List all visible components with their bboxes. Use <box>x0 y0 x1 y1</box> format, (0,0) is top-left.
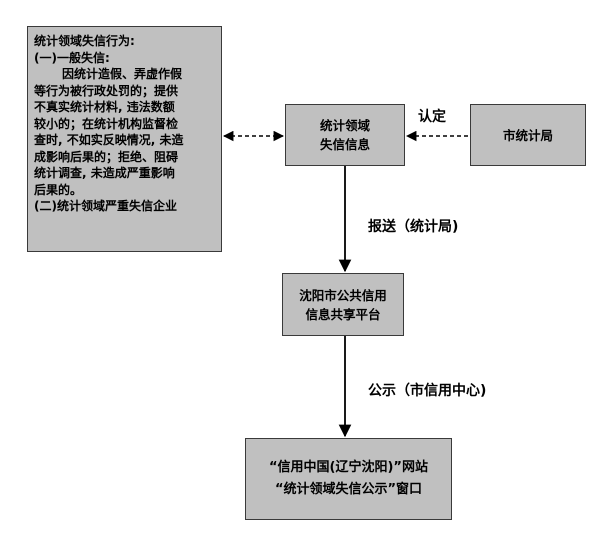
platform-line-1: 沈阳市公共信用 <box>299 287 387 303</box>
publicize-label: 公示（市信用中心) <box>368 383 487 399</box>
behavior-line-3: 不真实统计材料, 违法数额 <box>34 100 175 114</box>
dishonesty-info-box: 统计领域 失信信息 <box>285 104 405 166</box>
site-line-2: “统计领域失信公示”窗口 <box>274 482 423 497</box>
credit-platform-box: 沈阳市公共信用 信息共享平台 <box>282 273 404 336</box>
credit-china-site-box: “信用中国(辽宁沈阳)”网站 “统计领域失信公示”窗口 <box>245 438 452 520</box>
behavior-line-6: 成影响后果的；拒绝、阻碍 <box>34 149 179 164</box>
report-label: 报送（统计局) <box>368 219 459 235</box>
confirm-label: 认定 <box>418 109 446 125</box>
statistics-bureau-box: 市统计局 <box>470 104 586 166</box>
behavior-line-7: 统计调查, 未造成严重影响 <box>34 166 175 180</box>
bureau-label: 市统计局 <box>502 127 553 143</box>
behavior-line-8: 后果的。 <box>34 182 83 197</box>
behavior-line-1: 因统计造假、弄虚作假 <box>62 67 183 81</box>
serious-dishonesty-heading: (二)统计领域严重失信企业 <box>34 199 177 213</box>
info-line-2: 失信信息 <box>319 137 370 152</box>
dishonesty-behavior-box: 统计领域失信行为: (一)一般失信: 因统计造假、弄虚作假 等行为被行政处罚的；… <box>27 26 222 252</box>
behavior-title: 统计领域失信行为: <box>34 34 135 48</box>
general-dishonesty-heading: (一)一般失信: <box>34 50 110 65</box>
behavior-line-4: 较小的；在统计机构监督检 <box>34 116 179 131</box>
behavior-line-2: 等行为被行政处罚的；提供 <box>34 83 179 98</box>
platform-line-2: 信息共享平台 <box>305 306 381 322</box>
info-line-1: 统计领域 <box>319 118 370 133</box>
site-line-1: “信用中国(辽宁沈阳)”网站 <box>269 460 428 475</box>
behavior-line-5: 查时, 不如实反映情况, 未造 <box>34 133 184 147</box>
